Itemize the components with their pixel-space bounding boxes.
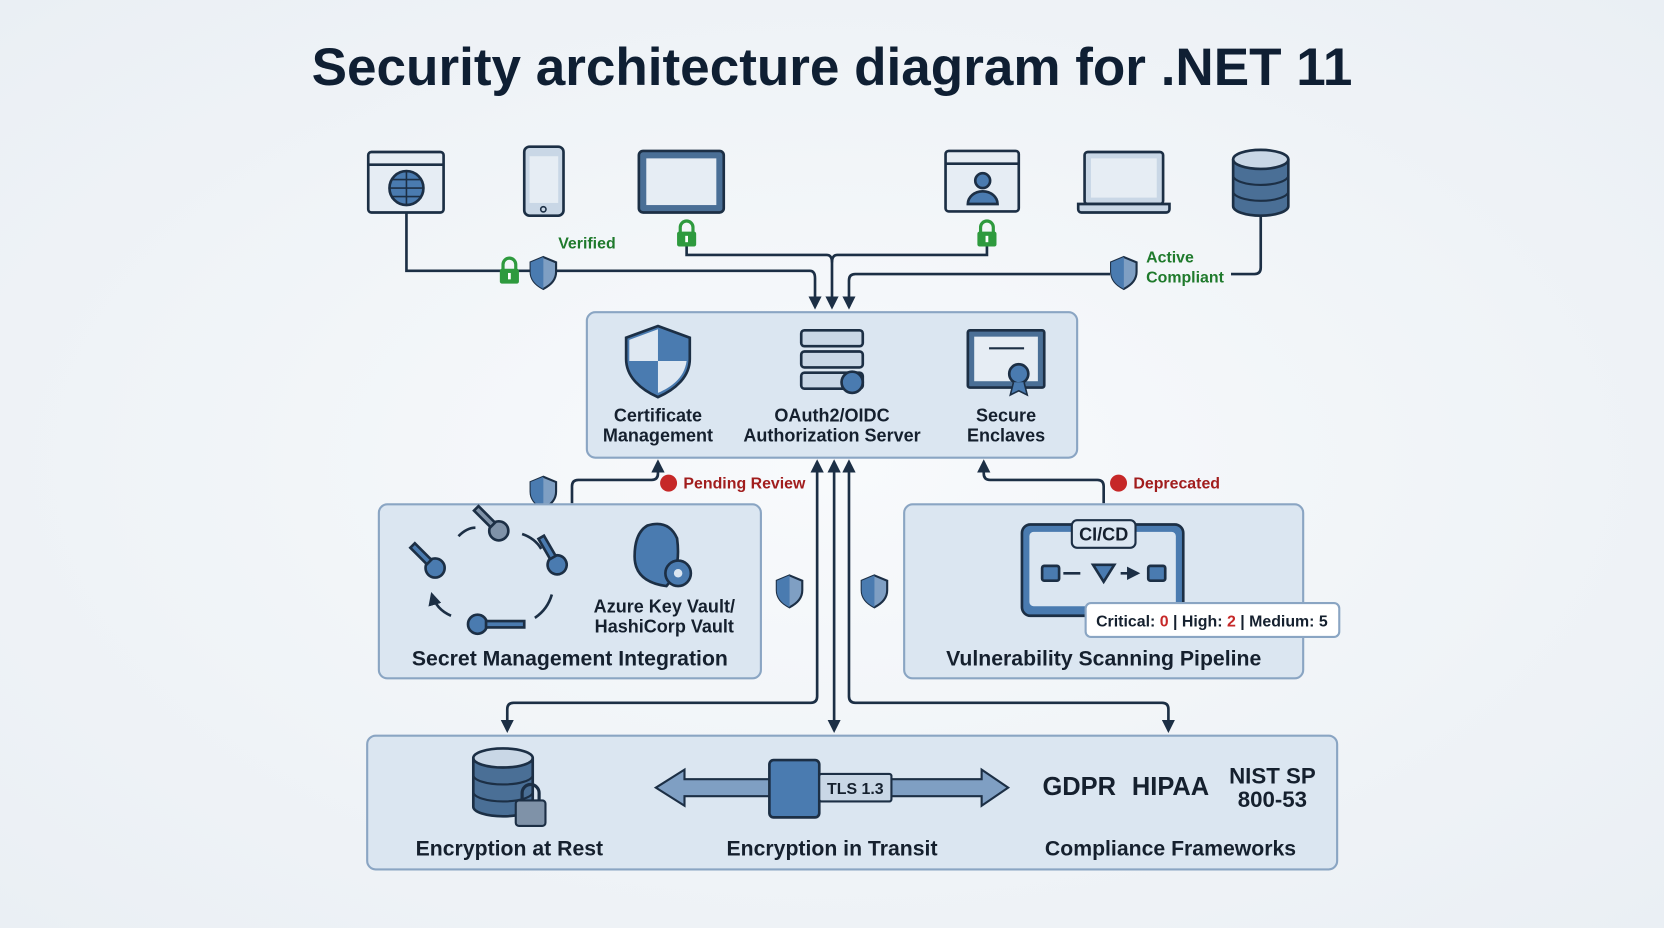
certificate-shield-icon xyxy=(624,324,692,399)
mobile-phone-icon xyxy=(522,145,565,217)
encryption-at-rest-label: Encryption at Rest xyxy=(416,838,603,861)
database-lock-icon xyxy=(471,747,547,827)
vault-label-2: HashiCorp Vault xyxy=(595,617,734,637)
secure-enclaves-label-2: Enclaves xyxy=(967,426,1045,446)
vault-label: Azure Key Vault/ xyxy=(594,597,735,617)
oauth-server-label-2: Authorization Server xyxy=(743,426,920,446)
scan-results: Critical: 0 | High: 2 | Medium: 5 xyxy=(1096,613,1328,630)
pending-status-dot xyxy=(660,474,678,492)
browser-globe-icon xyxy=(366,150,445,214)
nist-label: NIST SP xyxy=(1229,763,1316,788)
shield-icon xyxy=(1110,255,1138,290)
key-rotation-icon xyxy=(408,504,569,636)
scan-results-badge xyxy=(1084,601,1341,639)
database-icon xyxy=(1231,148,1290,217)
compliant-status: Compliant xyxy=(1146,270,1224,287)
lock-icon xyxy=(498,256,521,286)
nist-label-2: 800-53 xyxy=(1238,787,1307,812)
vault-gear-icon xyxy=(633,522,693,588)
compliance-frameworks-label: Compliance Frameworks xyxy=(1045,838,1296,861)
cicd-label: CI/CD xyxy=(1079,524,1128,544)
deprecated-status-dot xyxy=(1110,474,1128,492)
shield-icon xyxy=(529,255,558,290)
tls-double-arrow-icon xyxy=(653,758,1011,819)
certificate-management-label: Certificate xyxy=(614,406,702,426)
verified-status: Verified xyxy=(558,236,615,253)
tablet-icon xyxy=(637,149,726,214)
tls-version-label: TLS 1.3 xyxy=(827,781,884,798)
client-connectors xyxy=(405,212,1263,310)
certificate-management-label-2: Management xyxy=(603,426,713,446)
secure-enclaves-label: Secure xyxy=(976,406,1036,426)
server-lock-icon xyxy=(799,328,865,395)
page-title: Security architecture diagram for .NET 1… xyxy=(312,38,1353,97)
lock-icon xyxy=(675,219,698,249)
oauth-server-label: OAuth2/OIDC xyxy=(774,406,889,426)
pending-review-status: Pending Review xyxy=(683,475,806,492)
active-status: Active xyxy=(1146,249,1194,266)
encryption-in-transit-label: Encryption in Transit xyxy=(726,838,937,861)
lock-icon xyxy=(975,219,999,249)
gdpr-label: GDPR xyxy=(1042,773,1116,801)
cicd-pipeline-icon xyxy=(1020,519,1185,618)
shield-icon xyxy=(860,574,889,609)
secret-management-title: Secret Management Integration xyxy=(412,648,728,671)
certificate-icon xyxy=(966,328,1046,397)
user-profile-window-icon xyxy=(944,149,1021,213)
shield-icon xyxy=(775,574,804,609)
vulnerability-pipeline-title: Vulnerability Scanning Pipeline xyxy=(946,648,1261,671)
deprecated-status: Deprecated xyxy=(1133,475,1220,492)
middle-connectors xyxy=(500,459,1176,734)
laptop-icon xyxy=(1076,150,1171,214)
hipaa-label: HIPAA xyxy=(1132,773,1209,801)
